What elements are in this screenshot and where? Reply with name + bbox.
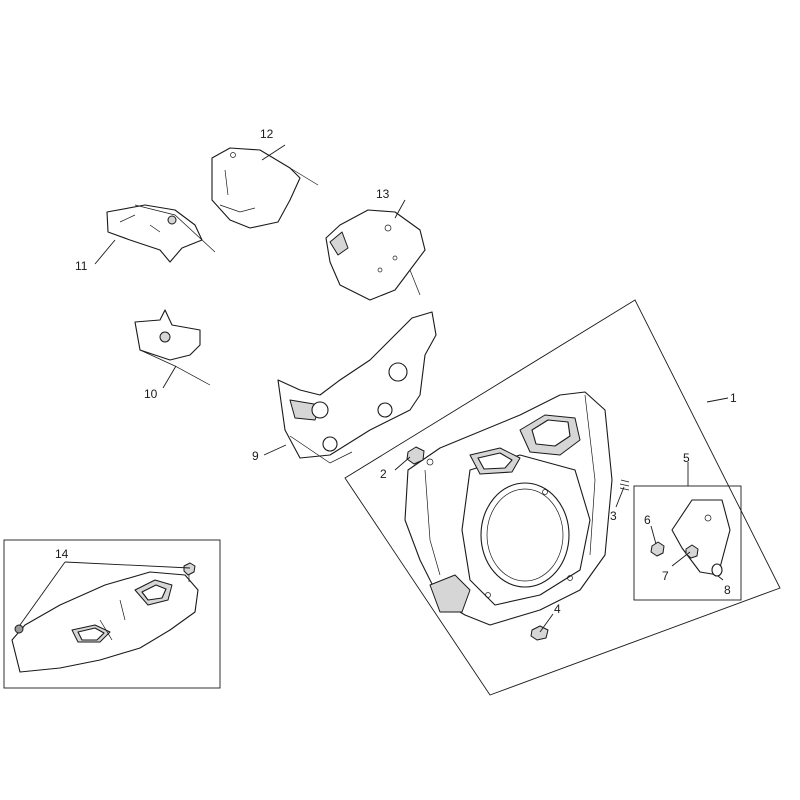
baffle-part-9[interactable]	[277, 311, 437, 464]
callout-2: 2	[380, 467, 387, 481]
plate-part-5[interactable]	[671, 499, 731, 576]
callout-4: 4	[554, 602, 561, 616]
blower-housing-part[interactable]	[404, 391, 613, 626]
washer-part-8[interactable]	[711, 563, 723, 577]
callout-9: 9	[252, 449, 259, 463]
callout-5: 5	[683, 451, 690, 465]
bolt-part-14b[interactable]	[183, 562, 196, 582]
screw-part-7[interactable]	[685, 544, 699, 559]
cover-part-12[interactable]	[211, 147, 319, 229]
callout-12: 12	[260, 127, 274, 141]
callout-labels: 1 2 3 4 5 6 7 8 9 10 11 12 13 14	[55, 127, 737, 616]
callout-10: 10	[144, 387, 158, 401]
bolt-part-14a[interactable]	[14, 624, 24, 634]
clip-part-4[interactable]	[530, 625, 549, 641]
bracket-part-10[interactable]	[134, 309, 211, 386]
callout-11: 11	[75, 259, 88, 273]
assembly-frame-1	[344, 299, 781, 696]
callout-7: 7	[662, 569, 669, 583]
cover-part-13[interactable]	[325, 209, 426, 301]
spring-part-3[interactable]	[619, 479, 630, 491]
nut-part-6[interactable]	[650, 541, 665, 557]
callout-8: 8	[724, 583, 731, 597]
callout-6: 6	[644, 513, 651, 527]
bracket-part-11[interactable]	[106, 204, 216, 263]
callout-1: 1	[730, 391, 737, 405]
inset-box-14	[3, 539, 221, 689]
callout-14: 14	[55, 547, 69, 561]
detail-box-5	[633, 485, 742, 601]
callout-13: 13	[376, 187, 390, 201]
housing-inset-part[interactable]	[11, 571, 199, 673]
nut-part-2[interactable]	[406, 446, 425, 465]
callout-3: 3	[610, 509, 617, 523]
leader-lines	[19, 144, 729, 633]
